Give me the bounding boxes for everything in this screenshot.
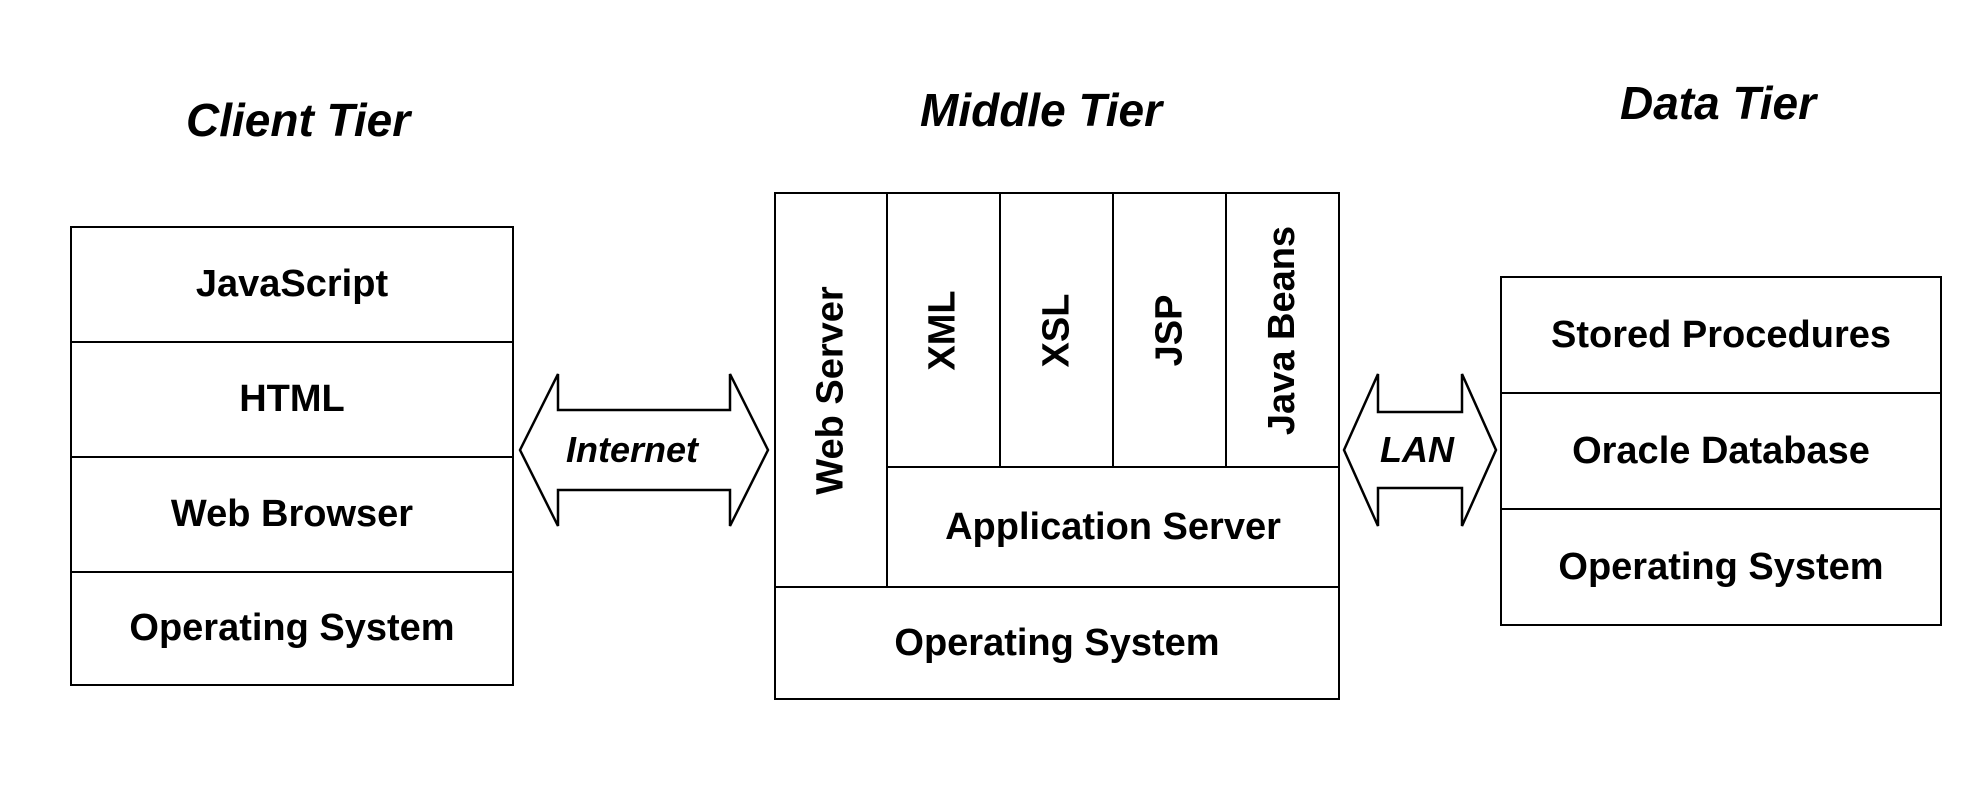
java-beans-cell: Java Beans	[1225, 192, 1340, 468]
data-layer-operating-system-label: Operating System	[1558, 546, 1883, 589]
xsl-label: XSL	[1035, 293, 1078, 367]
client-layer-web-browser-label: Web Browser	[171, 493, 413, 536]
application-server-label: Application Server	[945, 506, 1281, 549]
client-layer-javascript: JavaScript	[70, 226, 514, 343]
middle-operating-system-label: Operating System	[894, 622, 1219, 665]
data-layer-oracle-database-label: Oracle Database	[1572, 430, 1870, 473]
java-beans-label: Java Beans	[1261, 225, 1304, 434]
data-layer-stored-procedures: Stored Procedures	[1500, 276, 1942, 394]
xml-cell: XML	[886, 192, 1001, 468]
data-layer-oracle-database: Oracle Database	[1500, 392, 1942, 510]
middle-operating-system-cell: Operating System	[774, 586, 1340, 700]
internet-label: Internet	[566, 432, 698, 468]
xsl-cell: XSL	[999, 192, 1114, 468]
client-tier-title: Client Tier	[186, 97, 410, 143]
client-layer-html: HTML	[70, 341, 514, 458]
application-server-cell: Application Server	[886, 466, 1340, 588]
jsp-label: JSP	[1148, 294, 1191, 366]
web-server-cell: Web Server	[774, 192, 888, 588]
web-server-label: Web Server	[810, 286, 853, 494]
data-layer-operating-system: Operating System	[1500, 508, 1942, 626]
client-layer-operating-system: Operating System	[70, 571, 514, 686]
lan-label: LAN	[1380, 432, 1454, 468]
data-layer-stored-procedures-label: Stored Procedures	[1551, 314, 1891, 357]
client-layer-operating-system-label: Operating System	[129, 607, 454, 650]
jsp-cell: JSP	[1112, 192, 1227, 468]
client-layer-html-label: HTML	[239, 378, 345, 421]
client-layer-javascript-label: JavaScript	[196, 263, 388, 306]
middle-tier-title: Middle Tier	[920, 87, 1162, 133]
data-tier-title: Data Tier	[1620, 80, 1816, 126]
xml-label: XML	[922, 290, 965, 370]
client-layer-web-browser: Web Browser	[70, 456, 514, 573]
